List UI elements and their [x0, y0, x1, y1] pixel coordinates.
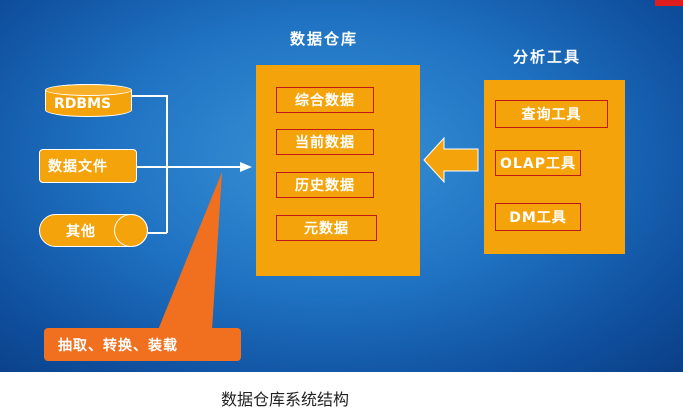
tools-title: 分析工具	[513, 48, 582, 66]
source-other-label: 其他	[66, 223, 96, 240]
figure-caption: 数据仓库系统结构	[220, 390, 349, 409]
cylinder-end-cap	[114, 214, 148, 247]
corner-accent	[655, 0, 683, 6]
tool-item-dm: DM工具	[495, 203, 581, 231]
tools-panel: 查询工具 OLAP工具 DM工具	[484, 80, 625, 254]
etl-callout: 抽取、转换、装载	[44, 328, 241, 361]
warehouse-item-current-data: 当前数据	[276, 129, 374, 155]
warehouse-panel: 综合数据 当前数据 历史数据 元数据	[256, 65, 420, 276]
warehouse-item-metadata: 元数据	[276, 215, 377, 241]
source-other-cylinder: 其他	[39, 214, 148, 247]
source-data-file-label: 数据文件	[48, 159, 108, 175]
warehouse-item-integrated-data: 综合数据	[276, 87, 374, 113]
warehouse-item-historical-data: 历史数据	[276, 172, 374, 198]
tool-item-olap: OLAP工具	[495, 150, 581, 176]
warehouse-title: 数据仓库	[290, 30, 359, 48]
cylinder-top-ellipse	[45, 84, 132, 96]
source-rdbms-cylinder: RDBMS	[45, 84, 132, 117]
file-connector-arrowhead	[240, 162, 252, 172]
connector-layer	[132, 95, 479, 330]
slide-background: 数据仓库 综合数据 当前数据 历史数据 元数据 分析工具 查询工具 OLAP工具…	[0, 0, 683, 372]
source-rdbms-label: RDBMS	[54, 95, 112, 112]
source-data-file: 数据文件	[39, 149, 137, 183]
tool-item-query: 查询工具	[495, 100, 608, 128]
tools-to-warehouse-arrow	[423, 136, 479, 184]
rdbms-connector-line	[132, 95, 168, 233]
etl-callout-wedge	[158, 172, 222, 330]
